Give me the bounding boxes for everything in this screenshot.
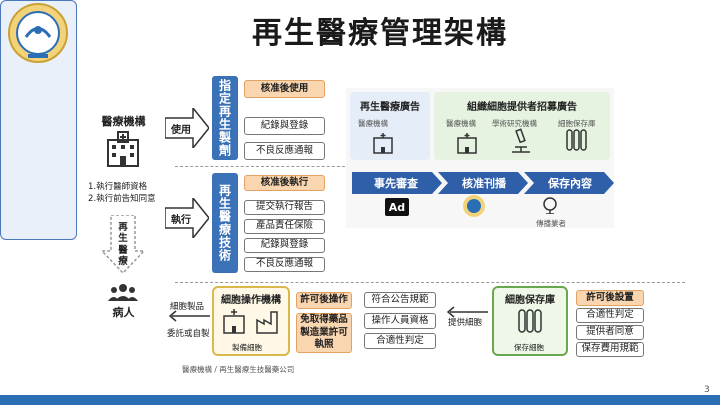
bottom-bar: [0, 395, 720, 405]
tech-label: 再生醫療技術: [212, 173, 238, 273]
regen-ad-title: 再生醫療廣告: [360, 102, 420, 113]
tech-item-4: 紀錄與登錄: [244, 238, 325, 253]
tech-item-1: 核准後執行: [244, 175, 325, 191]
separator-1: [175, 166, 350, 167]
separator-2: [175, 282, 685, 283]
op-org-title: 細胞操作機構: [221, 295, 281, 306]
use-arrow-icon: [165, 108, 209, 148]
execute-label: 執行: [171, 215, 191, 226]
provide-cells-label: 提供細胞: [448, 318, 483, 328]
microscope-icon: [512, 128, 530, 153]
bank-req-3: 保存費用規範: [576, 342, 644, 357]
prep-label: 指定再生製劑: [212, 76, 238, 160]
ministry-logo: [8, 3, 68, 63]
op-req-3: 合適性判定: [364, 333, 436, 349]
patient-label: 病人: [112, 306, 135, 319]
bank-permit-badge: 許可後設置: [576, 290, 644, 306]
steps-chevrons: [352, 172, 614, 194]
execute-arrow-icon: [165, 198, 209, 238]
prep-item-3: 不良反應通報: [244, 142, 325, 160]
recruit-sub-1: 醫療機構: [446, 119, 476, 128]
page-number: 3: [704, 385, 710, 395]
op-req-2: 操作人員資格: [364, 313, 436, 329]
recruit-sub-2: 學術研究機構: [492, 119, 537, 128]
med-inst-item-1: 1.執行醫師資格: [88, 182, 148, 192]
ministry-seal-icon: [463, 195, 485, 217]
recruit-sub-3: 細胞保存庫: [558, 119, 596, 128]
step-2: 核准刊播: [462, 177, 506, 190]
recruit-ad-title: 組織細胞提供者招募廣告: [467, 102, 577, 113]
tech-item-2: 提交執行報告: [244, 200, 325, 215]
cell-bank-sub: 保存細胞: [514, 343, 544, 352]
commission-label: 委託或自製: [167, 329, 210, 339]
left-arrow-icon: [446, 306, 488, 318]
med-inst-item-2: 2.執行前告知同意: [88, 194, 156, 204]
cell-operation-org: [212, 286, 290, 356]
hospital-icon: [457, 133, 477, 154]
broadcaster-icon: [543, 197, 557, 214]
hospital-icon: [107, 131, 139, 167]
permit-operate-badge: 許可後操作: [296, 292, 352, 309]
factory-icon: [256, 311, 278, 334]
page-title: 再生醫療管理架構: [252, 16, 508, 51]
bank-req-2: 提供者同意: [576, 325, 644, 340]
regen-ad-box: [350, 92, 430, 160]
ad-icon: Ad: [385, 198, 409, 216]
test-tubes-icon: [518, 309, 542, 333]
prep-item-1: 核准後使用: [244, 80, 325, 98]
tech-item-3: 產品責任保險: [244, 219, 325, 234]
people-icon: [108, 284, 138, 301]
regen-ad-sub: 醫療機構: [358, 119, 388, 128]
cell-bank: [492, 286, 568, 356]
op-req-1: 符合公告規範: [364, 292, 436, 308]
hospital-icon: [223, 309, 245, 334]
step-3: 保存內容: [548, 177, 592, 190]
use-label: 使用: [171, 125, 191, 136]
broadcaster-label: 傳播業者: [536, 219, 566, 228]
cell-products-label: 細胞製品: [170, 302, 205, 312]
left-arrow-icon: [168, 310, 210, 322]
medical-institution-title: 醫療機構: [101, 115, 146, 128]
step-1: 事先審查: [374, 177, 418, 190]
permit-operate-note: 免取得藥品製造業許可執照: [296, 313, 352, 353]
hospital-icon: [373, 133, 393, 154]
footer-note: 醫療機構 / 再生醫療生技醫藥公司: [182, 365, 295, 374]
cell-bank-title: 細胞保存庫: [505, 295, 555, 306]
prep-item-2: 紀錄與登錄: [244, 117, 325, 135]
down-arrow-icon: [100, 215, 146, 275]
test-tubes-icon: [566, 129, 587, 151]
op-org-sub: 製備細胞: [232, 343, 262, 352]
bank-req-1: 合適性判定: [576, 308, 644, 323]
tech-item-5: 不良反應通報: [244, 257, 325, 272]
regen-arrow-label: 再生醫療: [118, 222, 128, 268]
